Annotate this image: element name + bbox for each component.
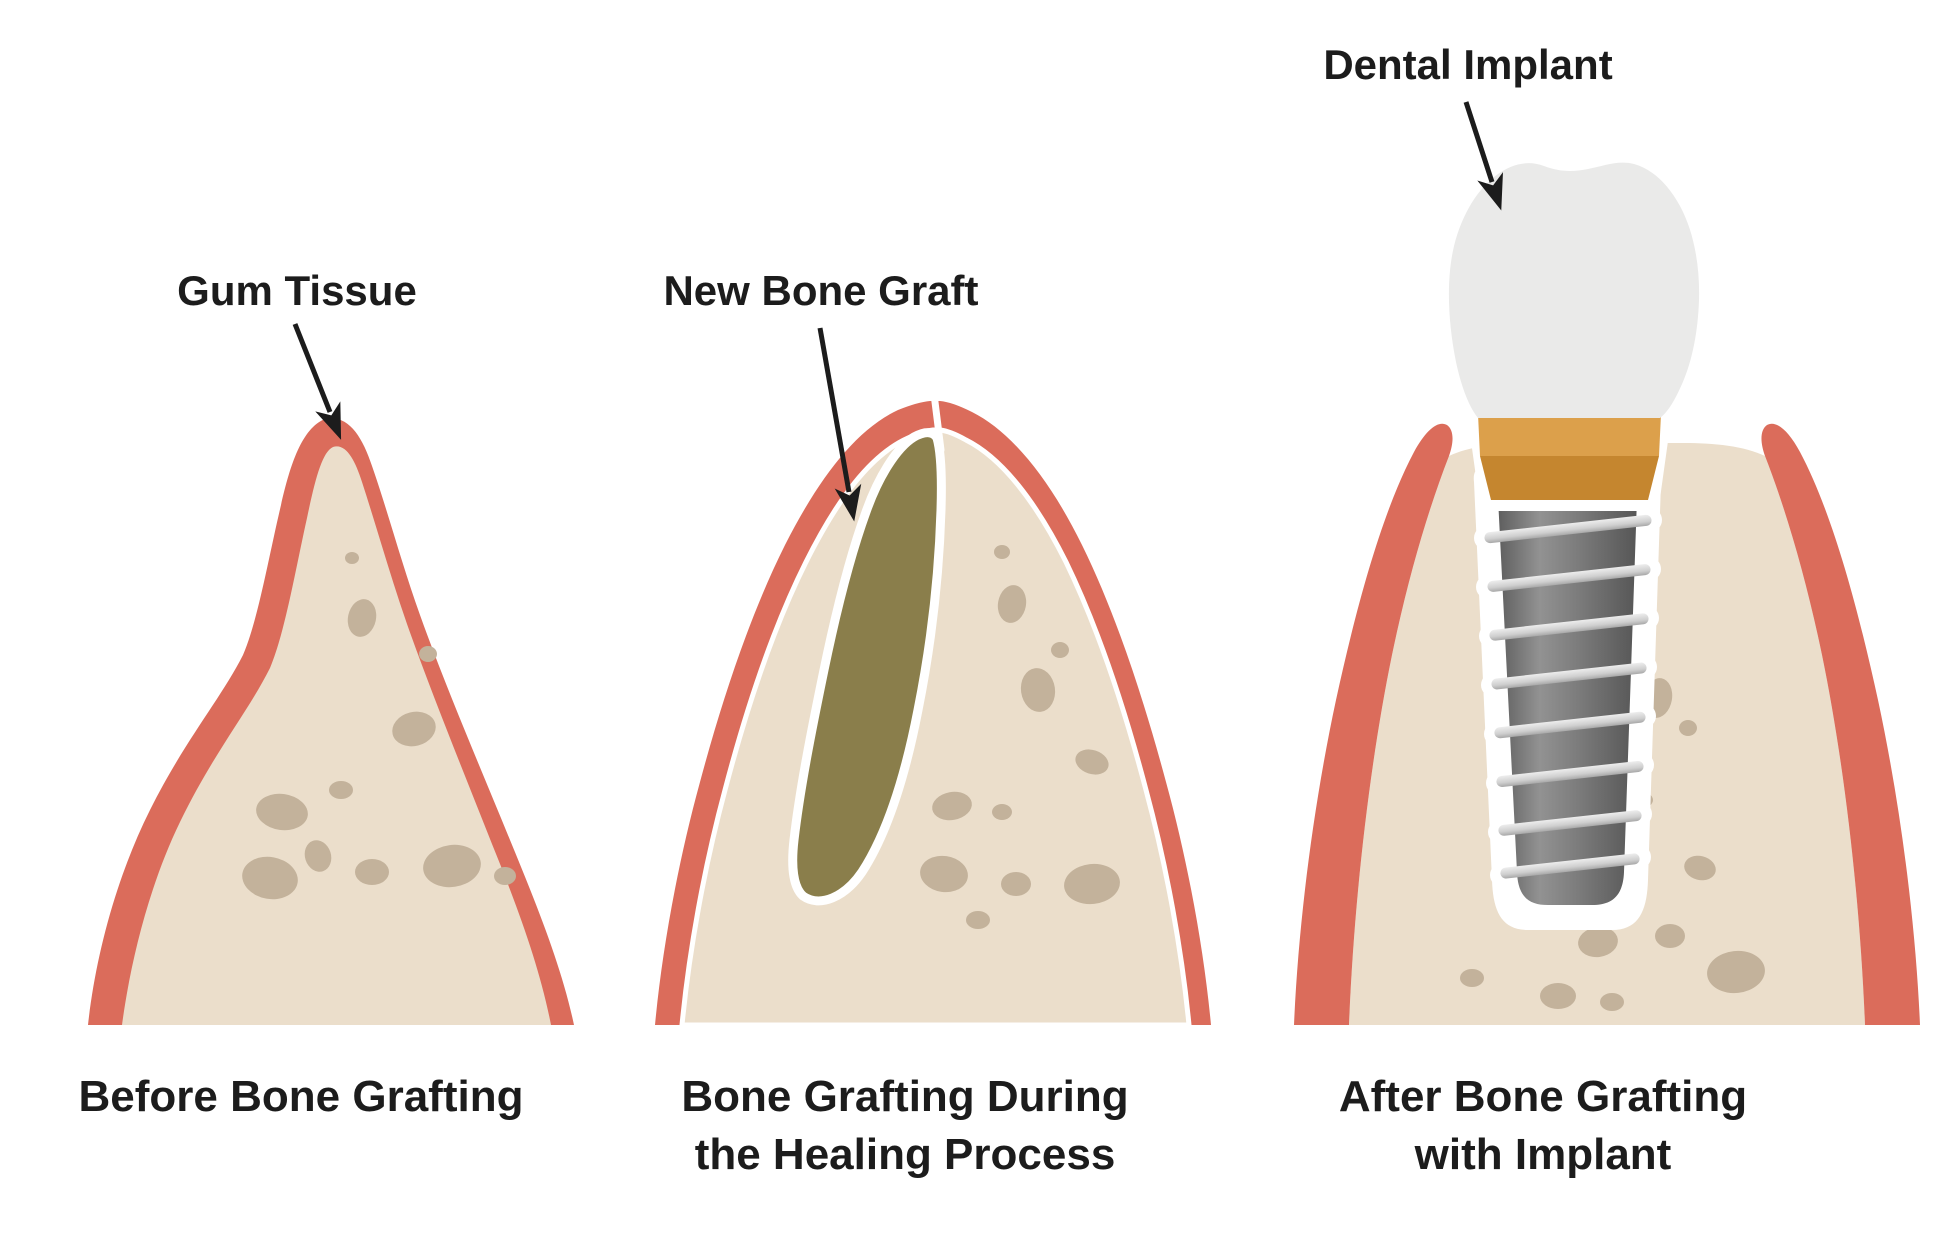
implant-screw (1484, 498, 1652, 905)
caption-during-line1: Bone Grafting During (681, 1072, 1129, 1121)
new-bone-graft-shape (788, 428, 946, 906)
implant-screw-body (1498, 498, 1637, 905)
panel-before (88, 323, 574, 1025)
dental-implant-arrow (1463, 101, 1503, 211)
panel-during (655, 327, 1211, 1028)
panel-after (1294, 101, 1920, 1026)
implant-screw-threads (1484, 514, 1652, 879)
caption-after-line1: After Bone Grafting (1338, 1072, 1748, 1121)
abutment-upper-band (1478, 414, 1661, 456)
gum-tissue-right-after (1761, 423, 1920, 1026)
new-bone-graft-arrow (817, 327, 862, 522)
new-bone-graft-label: New Bone Graft (663, 267, 979, 314)
gum-tissue-label: Gum Tissue (177, 267, 417, 314)
gum-tissue-arrow (292, 323, 342, 440)
implant-crown (1448, 162, 1700, 418)
bone-marrow-spots-during (920, 545, 1120, 929)
bone-marrow-spots-before (242, 552, 516, 900)
gum-incision-split (930, 390, 945, 454)
caption-before: Before Bone Grafting (78, 1072, 524, 1121)
dental-implant-label: Dental Implant (1323, 41, 1613, 88)
gum-tissue-left-after (1294, 423, 1453, 1026)
caption-during: Bone Grafting During the Healing Process (655, 1068, 1155, 1184)
caption-during-line2: the Healing Process (694, 1130, 1116, 1179)
bone-ridge-before (122, 446, 551, 1025)
caption-after: After Bone Grafting with Implant (1293, 1068, 1793, 1184)
abutment-lower-band (1480, 456, 1659, 500)
caption-after-line2: with Implant (1414, 1130, 1672, 1179)
implant-abutment (1467, 406, 1672, 511)
